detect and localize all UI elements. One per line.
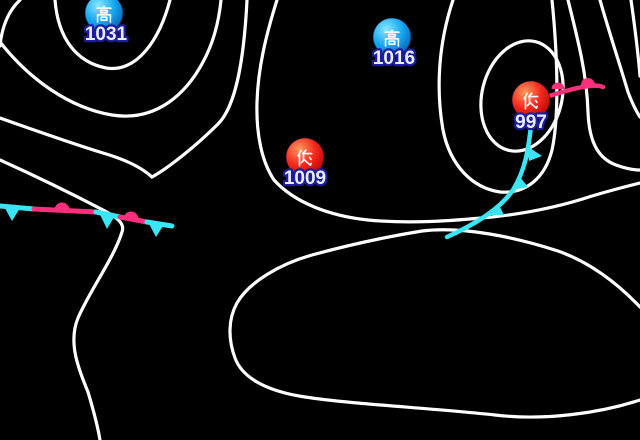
glyph-stroke xyxy=(100,16,108,21)
pressure-value-label: 997 xyxy=(515,112,547,133)
isobar-line xyxy=(53,0,172,70)
cold-front-triangle xyxy=(512,177,528,190)
stationary-front xyxy=(0,202,175,237)
cold-front-triangle xyxy=(527,146,542,161)
glyph-stroke xyxy=(528,92,533,97)
stationary-front-warm-bump xyxy=(54,202,70,210)
pressure-glyph-high xyxy=(384,29,400,47)
glyph-stroke xyxy=(308,156,312,161)
warm-front-line xyxy=(543,83,606,100)
cold-front-triangle xyxy=(488,205,504,215)
isobar-closed-oval xyxy=(479,39,565,153)
glyph-stroke xyxy=(300,152,305,164)
isobar-line xyxy=(437,0,559,194)
pressure-marker-layer: 1031 1016 1009 997 xyxy=(83,0,551,191)
glyph-stroke xyxy=(100,9,108,14)
low-pressure-marker: 1009 xyxy=(282,137,328,191)
low-pressure-sphere xyxy=(285,137,325,177)
glyph-stroke xyxy=(388,40,396,45)
stationary-front-warm-bump xyxy=(123,211,139,219)
pressure-glyph-high xyxy=(96,5,112,23)
isobar-line xyxy=(0,0,223,118)
glyph-stroke xyxy=(96,14,112,23)
stationary-front-cold-segment xyxy=(0,203,37,212)
pressure-glyph-low xyxy=(523,92,539,110)
stationary-front-cold-triangle xyxy=(4,206,20,221)
glyph-stroke xyxy=(523,92,528,100)
front-layer xyxy=(0,78,606,240)
pressure-value-label: 1009 xyxy=(284,168,326,189)
pressure-value-label: 1031 xyxy=(85,24,128,45)
glyph-stroke xyxy=(534,99,538,104)
low-pressure-sphere xyxy=(511,80,551,120)
glyph-stroke xyxy=(302,158,312,166)
high-pressure-marker: 1016 xyxy=(371,17,417,71)
isobar-line xyxy=(598,0,640,119)
isobar-line xyxy=(566,0,640,172)
low-pressure-marker: 997 xyxy=(511,80,551,135)
isobar-line xyxy=(0,0,249,179)
warm-front xyxy=(543,78,606,100)
glyph-stroke xyxy=(297,149,302,157)
isobar-line xyxy=(255,0,640,224)
glyph-stroke xyxy=(388,33,396,38)
warm-front-bump xyxy=(581,78,595,85)
stationary-front-cold-triangle xyxy=(148,222,164,237)
high-pressure-marker: 1031 xyxy=(83,0,130,47)
glyph-stroke xyxy=(302,149,307,154)
pressure-value-label: 1016 xyxy=(373,48,415,69)
stationary-front-warm-segment xyxy=(31,206,99,215)
high-pressure-sphere xyxy=(84,0,124,33)
glyph-stroke xyxy=(384,38,400,47)
isobar-line xyxy=(228,228,640,419)
cold-front xyxy=(444,123,542,240)
isobar-line xyxy=(0,158,125,440)
warm-front-bump xyxy=(551,82,565,89)
stationary-front-cold-triangle xyxy=(99,212,115,229)
pressure-glyph-low xyxy=(297,149,313,167)
glyph-stroke xyxy=(526,95,531,107)
glyph-stroke xyxy=(528,101,538,109)
isobar-line xyxy=(629,0,640,78)
